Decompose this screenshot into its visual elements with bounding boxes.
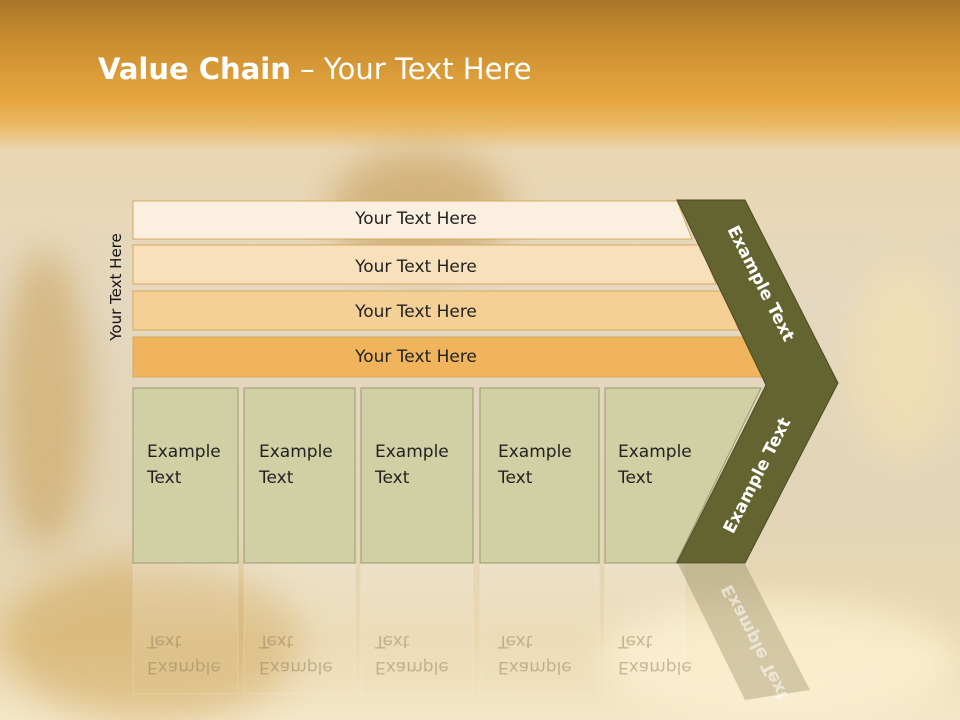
box-3-line2: Text [375,468,410,488]
box-5-reflection-text: Example Text [618,628,713,680]
box-5-reflection-line2: Text [618,631,653,651]
box-1-text: Example Text [147,439,242,491]
box-1-line1: Example [147,442,221,462]
box-4-reflection-line2: Text [498,631,533,651]
title-bold: Value Chain [98,52,291,86]
box-4-reflection-line1: Example [498,657,572,677]
box-3-line1: Example [375,442,449,462]
box-3-reflection-line1: Example [375,657,449,677]
box-4 [479,387,600,564]
box-2-reflection-line2: Text [259,631,294,651]
chevron-reflection [678,564,810,700]
chevron [676,199,839,564]
box-2-line1: Example [259,442,333,462]
box-1-reflection-text: Example Text [147,628,242,680]
band-4-label: Your Text Here [354,347,477,367]
band-1-label: Your Text Here [354,209,477,229]
box-4-reflection-text: Example Text [498,628,593,680]
box-1-reflection-line1: Example [147,657,221,677]
reflection [132,563,810,700]
box-5-text: Example Text [618,439,713,491]
box-5-line1: Example [618,442,692,462]
box-2 [243,387,356,564]
box-5 [604,387,762,564]
box-1-reflection-line2: Text [147,631,182,651]
box-4-line1: Example [498,442,572,462]
box-reflection [604,563,686,695]
box-reflection [360,563,474,695]
box-reflection [132,563,239,695]
box-3-reflection-text: Example Text [375,628,470,680]
box-2-text: Example Text [259,439,354,491]
band-2-label: Your Text Here [354,257,477,277]
background-glow [0,250,90,550]
band-1 [132,200,693,240]
box-2-reflection-line1: Example [259,657,333,677]
box-reflection [243,563,356,695]
box-reflection [479,563,600,695]
band-3-label: Your Text Here [354,302,477,322]
box-5-line2: Text [618,468,653,488]
box-4-line2: Text [498,468,533,488]
box-3-text: Example Text [375,439,470,491]
box-1-line2: Text [147,468,182,488]
box-1 [132,387,239,564]
box-3 [360,387,474,564]
title-rest: – Your Text Here [290,52,532,86]
box-2-line2: Text [259,468,294,488]
page-title: Value Chain – Your Text Here [98,52,532,86]
box-5-reflection-line1: Example [618,657,692,677]
background-glow [850,260,960,460]
box-3-reflection-line2: Text [375,631,410,651]
band-2 [132,244,717,285]
box-4-text: Example Text [498,439,593,491]
box-2-reflection-text: Example Text [259,628,354,680]
